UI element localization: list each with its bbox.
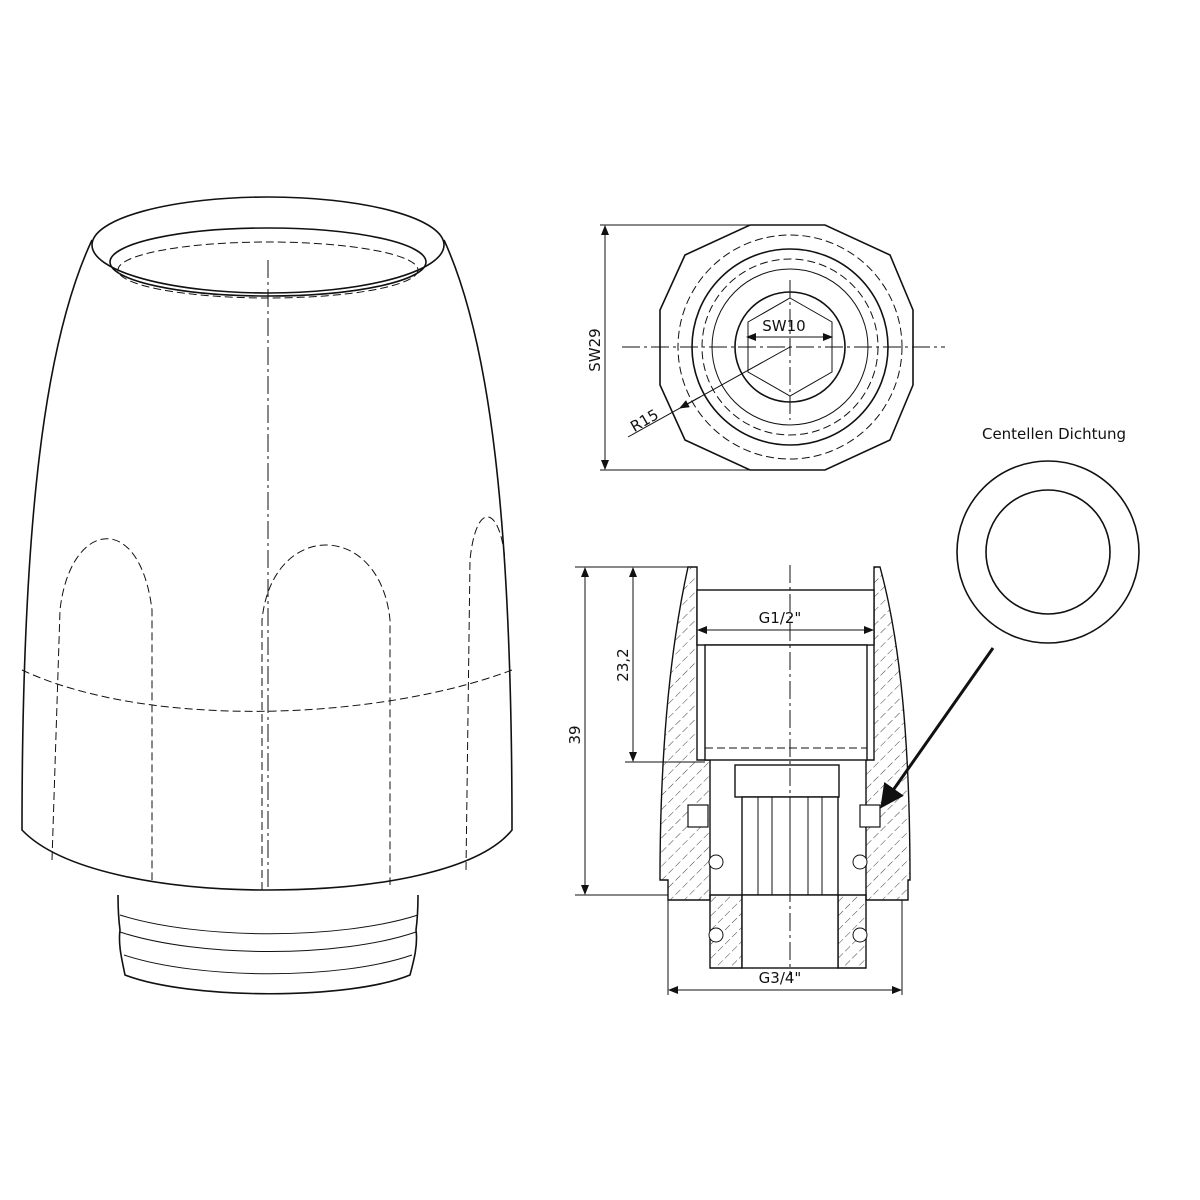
sw10-label: SW10 — [762, 317, 805, 335]
cap-top-rim — [91, 196, 445, 294]
r15-arrow — [679, 396, 701, 409]
spindle-flutes — [757, 797, 823, 895]
sw29-label: SW29 — [586, 328, 604, 371]
thread-bore — [696, 589, 875, 646]
o-ring-right-2 — [852, 927, 868, 943]
cap-grip-2 — [261, 544, 391, 890]
inner-thread-label: G1/2" — [759, 609, 802, 627]
outer-hidden-circle — [677, 234, 903, 460]
spindle-top — [734, 764, 840, 798]
cap-band-line — [21, 669, 513, 712]
cap-grip-3 — [465, 516, 506, 871]
cap-grip-1 — [51, 538, 153, 880]
section-view: 39 23,2 G1/2" G3/4" — [566, 565, 911, 995]
top-view: SW29 SW10 R15 — [586, 224, 945, 471]
cap-body-outline — [21, 239, 513, 891]
height-label: 39 — [566, 725, 584, 744]
perspective-view — [21, 196, 513, 995]
hex-outline — [659, 224, 914, 471]
o-ring-right-1 — [852, 854, 868, 870]
r15-leader — [627, 346, 791, 438]
inner-bore — [704, 644, 868, 761]
seal-detail: Centellen Dichtung — [880, 425, 1140, 809]
seal-inner — [985, 489, 1111, 615]
seal-groove-left — [687, 804, 709, 828]
seal-groove-right — [859, 804, 881, 828]
cap-thread — [117, 894, 419, 995]
o-ring-left-2 — [708, 927, 724, 943]
r15-label: R15 — [627, 405, 662, 435]
seal-label: Centellen Dichtung — [982, 425, 1126, 443]
seal-outer — [956, 460, 1140, 644]
o-ring-left-1 — [708, 854, 724, 870]
outer-thread-label: G3/4" — [759, 969, 802, 987]
depth-label: 23,2 — [614, 648, 632, 681]
cap-thread-rings — [119, 914, 419, 975]
